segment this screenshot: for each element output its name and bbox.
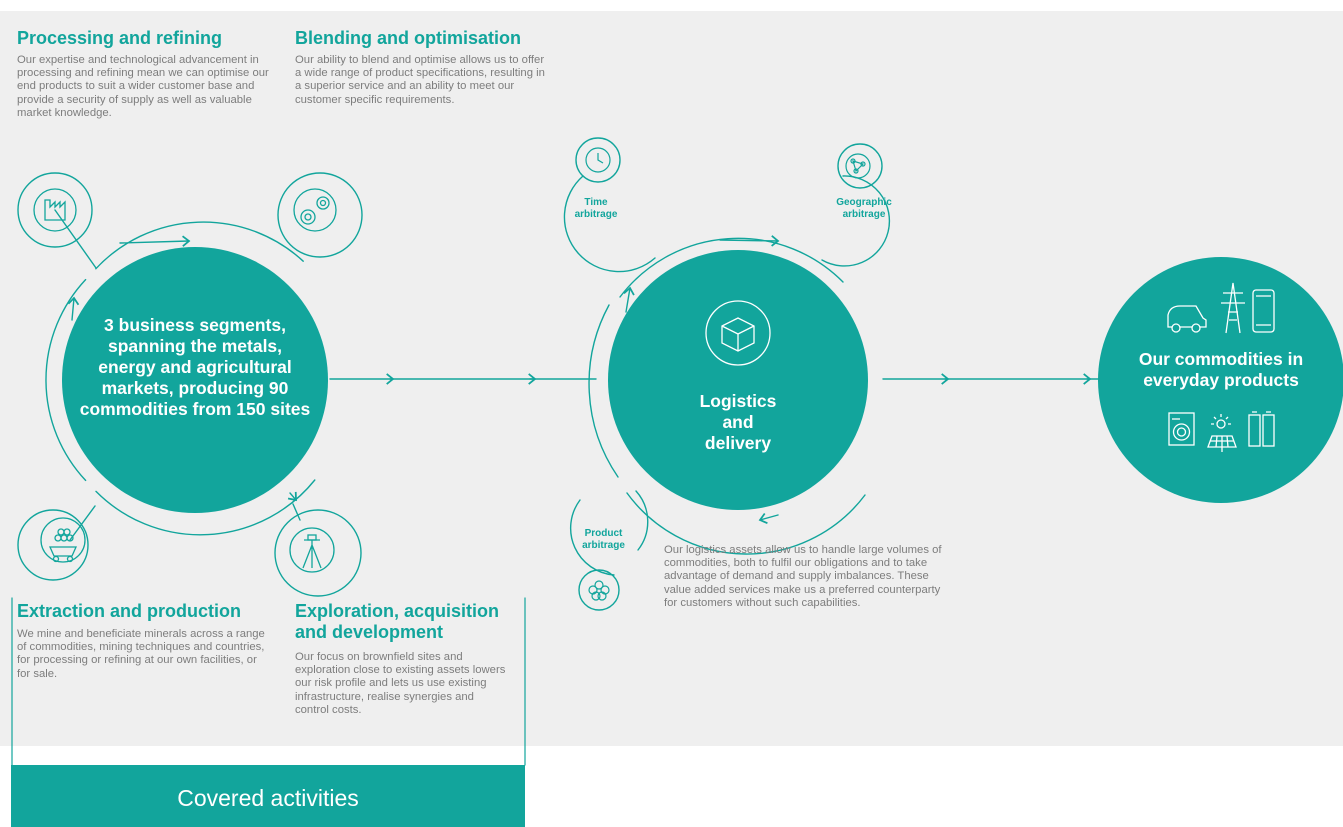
tripod-icon-ring [274,509,362,597]
covered-activities-label: Covered activities [177,785,359,811]
product-arbitrage-label: Product arbitrage [582,528,625,551]
ring-arc-top [95,221,304,270]
extraction-body: We mine and beneficiate minerals across … [17,628,265,680]
processing-body: Our expertise and technological advancem… [17,54,269,119]
logistics-ring-top [619,237,844,298]
time-arbitrage-label: Time arbitrage [574,197,618,220]
factory-icon-ring [17,172,93,248]
logistics-ring-left [588,304,619,478]
network-icon-ring [837,143,883,189]
molecule-icon [588,580,610,601]
segments-circle [62,247,328,513]
solar-panel-icon [1207,414,1237,452]
ore-cart-icon [40,517,86,563]
products-label: Our commodities in everyday products [1138,349,1304,390]
blending-body: Our ability to blend and optimise allows… [295,54,545,106]
blending-title: Blending and optimisation [295,28,521,48]
ore-cart-icon-ring [17,509,89,581]
washing-machine-icon [1168,412,1195,446]
exploration-connector [292,503,301,521]
covered-activities-bar: Covered activities [11,765,525,827]
extraction-title: Extraction and production [17,601,242,621]
network-icon [845,153,871,179]
segments-text: 3 business segments, spanning the metals… [79,315,311,419]
logistics-circle [608,250,868,510]
gears-icon-ring [277,172,363,258]
logistics-ring-bottom [626,492,866,555]
battery-icon [1248,411,1275,447]
pylon-icon [1221,282,1245,334]
products-circle [1098,257,1343,503]
molecule-icon-ring [578,569,620,611]
cube-icon [705,300,771,366]
ring-arc-bottom [95,479,316,536]
extraction-connector [69,505,96,541]
exploration-title: Exploration, acquisition and development [295,601,500,642]
clock-icon [585,147,611,173]
survey-tripod-icon [289,527,335,573]
processing-title: Processing and refining [17,28,223,48]
exploration-body: Our focus on brownfield sites and explor… [295,651,506,716]
gears-icon [293,188,337,232]
covered-bracket [11,597,526,766]
phone-icon [1252,289,1275,333]
logistics-label: Logistics and delivery [699,391,777,453]
clock-icon-ring [575,137,621,183]
factory-icon [33,188,77,232]
geographic-arbitrage-label: Geographic arbitrage [836,197,892,220]
ring-arc-left [45,278,87,482]
logistics-body: Our logistics assets allow us to handle … [664,544,942,609]
car-icon [1167,305,1207,333]
factory-connector [54,209,97,269]
